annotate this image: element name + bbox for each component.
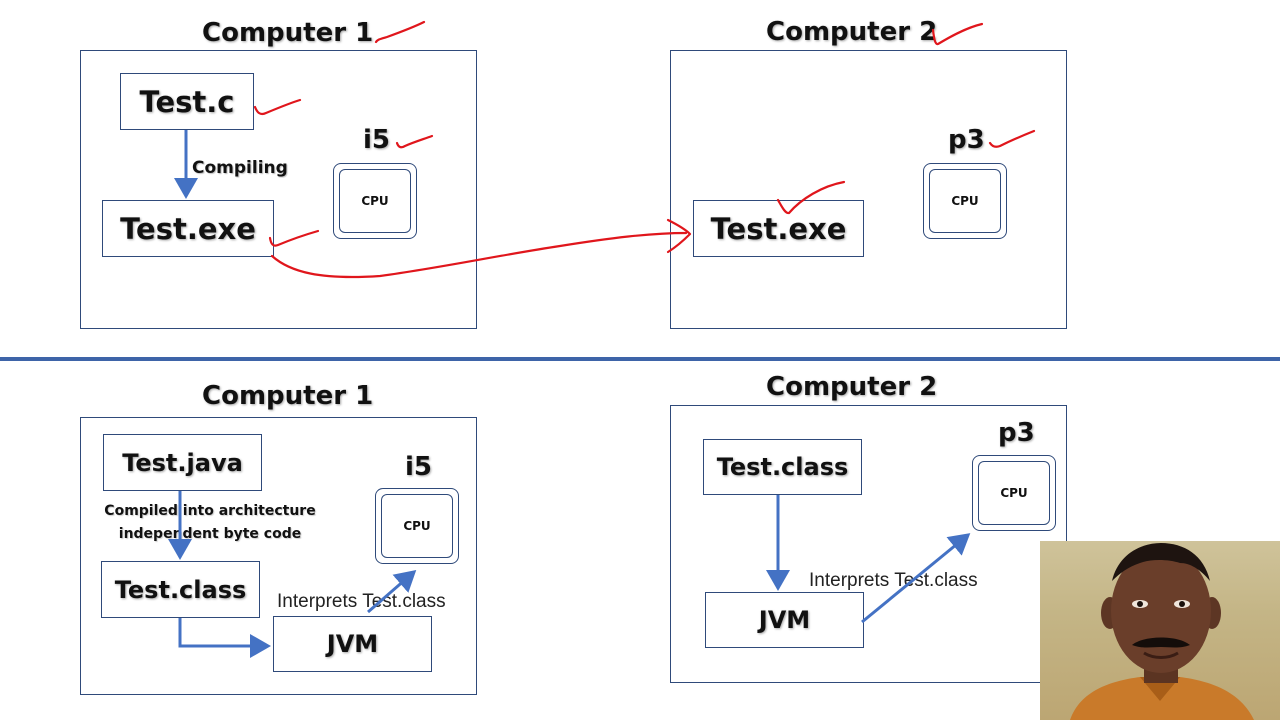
test-exe-box-computer1: Test.exe (102, 200, 274, 257)
red-checkmark-icon (374, 20, 426, 44)
test-c-box: Test.c (120, 73, 254, 130)
red-checkmark-icon (776, 180, 846, 215)
presenter-video-icon (1040, 541, 1280, 720)
red-checkmark-icon (931, 22, 984, 46)
presenter-figure (1070, 543, 1254, 720)
cpu-label: CPU (978, 461, 1050, 525)
red-checkmark-icon (395, 134, 434, 149)
interprets-label-computer2: Interprets Test.class (809, 570, 978, 591)
test-class-box-computer1: Test.class (101, 561, 260, 618)
cpu-chip-icon-top-computer1: CPU (333, 163, 417, 239)
cpu-label: CPU (339, 169, 411, 233)
top-computer1-title: Computer 1 (202, 18, 374, 48)
bottom-computer2-title: Computer 2 (766, 372, 938, 402)
red-arrowhead-icon (666, 218, 692, 254)
compiled-bytecode-label: Compiled into architecture independent b… (100, 500, 320, 546)
cpu-label: CPU (929, 169, 1001, 233)
processor-p3-label-top: p3 (948, 125, 985, 155)
jvm-box-computer2: JVM (705, 592, 864, 648)
jvm-to-cpu-arrow-computer2 (861, 533, 971, 624)
compiling-label: Compiling (192, 158, 288, 178)
top-computer1-frame (80, 50, 477, 329)
top-computer2-frame (670, 50, 1067, 329)
bottom-computer1-frame (80, 417, 477, 695)
processor-p3-label-bottom: p3 (998, 418, 1035, 448)
test-java-box: Test.java (103, 434, 262, 491)
top-computer2-title: Computer 2 (766, 17, 938, 47)
compiled-bytecode-label-line1: Compiled into architecture (104, 503, 316, 519)
jvm-box-computer1: JVM (273, 616, 432, 672)
class-to-jvm-arrow (178, 618, 271, 658)
red-checkmark-icon (253, 98, 302, 116)
cpu-label: CPU (381, 494, 453, 558)
red-transfer-arrow-icon (270, 231, 688, 279)
bottom-computer1-title: Computer 1 (202, 381, 374, 411)
compiled-bytecode-label-line2: independent byte code (118, 526, 302, 542)
test-exe-box-computer2: Test.exe (693, 200, 864, 257)
processor-i5-label-top: i5 (363, 125, 391, 155)
interprets-label-computer1: Interprets Test.class (277, 591, 446, 612)
jvm-to-cpu-arrow-computer1 (367, 570, 417, 614)
section-divider (0, 357, 1280, 361)
cpu-chip-icon-top-computer2: CPU (923, 163, 1007, 239)
red-checkmark-icon (268, 229, 320, 247)
red-checkmark-icon (988, 129, 1036, 148)
test-class-box-computer2: Test.class (703, 439, 862, 495)
processor-i5-label-bottom: i5 (405, 452, 433, 482)
cpu-chip-icon-bottom-computer1: CPU (375, 488, 459, 564)
cpu-chip-icon-bottom-computer2: CPU (972, 455, 1056, 531)
